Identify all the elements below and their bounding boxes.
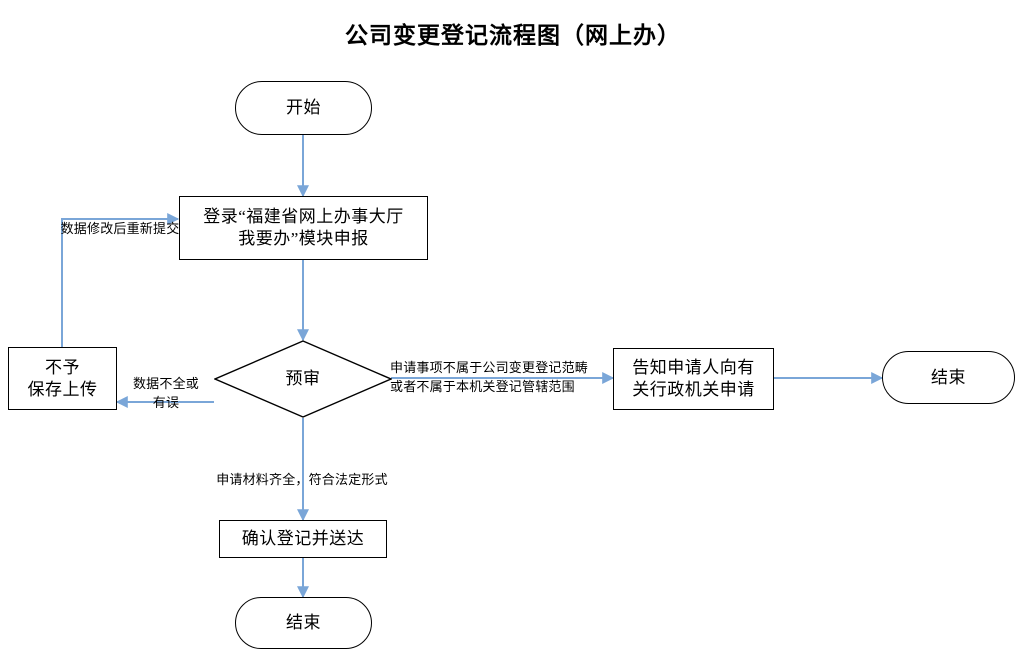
node-end-right[interactable]: 结束 (882, 351, 1015, 404)
node-start-label: 开始 (286, 98, 321, 118)
edge-label-resubmit-text: 数据修改后重新提交 (60, 220, 180, 236)
edge-label-out-of-scope: 申请事项不属于公司变更登记范畴 或者不属于本机关登记管辖范围 (390, 338, 616, 397)
edge-label-out-of-scope-text: 申请事项不属于公司变更登记范畴 或者不属于本机关登记管辖范围 (390, 359, 589, 395)
node-review-label: 预审 (285, 369, 321, 389)
page-title: 公司变更登记流程图（网上办） (345, 23, 681, 48)
node-confirm[interactable]: 确认登记并送达 (219, 520, 387, 558)
diamond-shape (213, 340, 393, 418)
node-notify-label: 告知申请人向有 关行政机关申请 (632, 358, 755, 399)
node-notify[interactable]: 告知申请人向有 关行政机关申请 (613, 348, 774, 410)
node-start[interactable]: 开始 (235, 81, 372, 135)
edge-label-incomplete-text: 数据不全或 有误 (132, 375, 199, 411)
node-reject[interactable]: 不予 保存上传 (8, 347, 117, 410)
node-confirm-label: 确认登记并送达 (241, 529, 365, 549)
node-login[interactable]: 登录“福建省网上办事大厅 我要办”模块申报 (179, 196, 428, 260)
edge-label-complete: 申请材料齐全，符合法定形式 (196, 450, 408, 489)
node-end-bottom-label: 结束 (286, 613, 321, 633)
node-reject-label: 不予 保存上传 (27, 357, 98, 399)
node-end-bottom[interactable]: 结束 (235, 597, 372, 649)
node-login-label: 登录“福建省网上办事大厅 我要办”模块申报 (203, 207, 404, 248)
node-review[interactable]: 预审 (213, 340, 393, 418)
edge-label-incomplete: 数据不全或 有误 (123, 354, 209, 413)
edge-label-resubmit: 数据修改后重新提交 (47, 199, 193, 238)
edge-label-complete-text: 申请材料齐全，符合法定形式 (216, 471, 388, 487)
edge-reject-to-login (61, 213, 180, 347)
node-end-right-label: 结束 (931, 367, 966, 387)
